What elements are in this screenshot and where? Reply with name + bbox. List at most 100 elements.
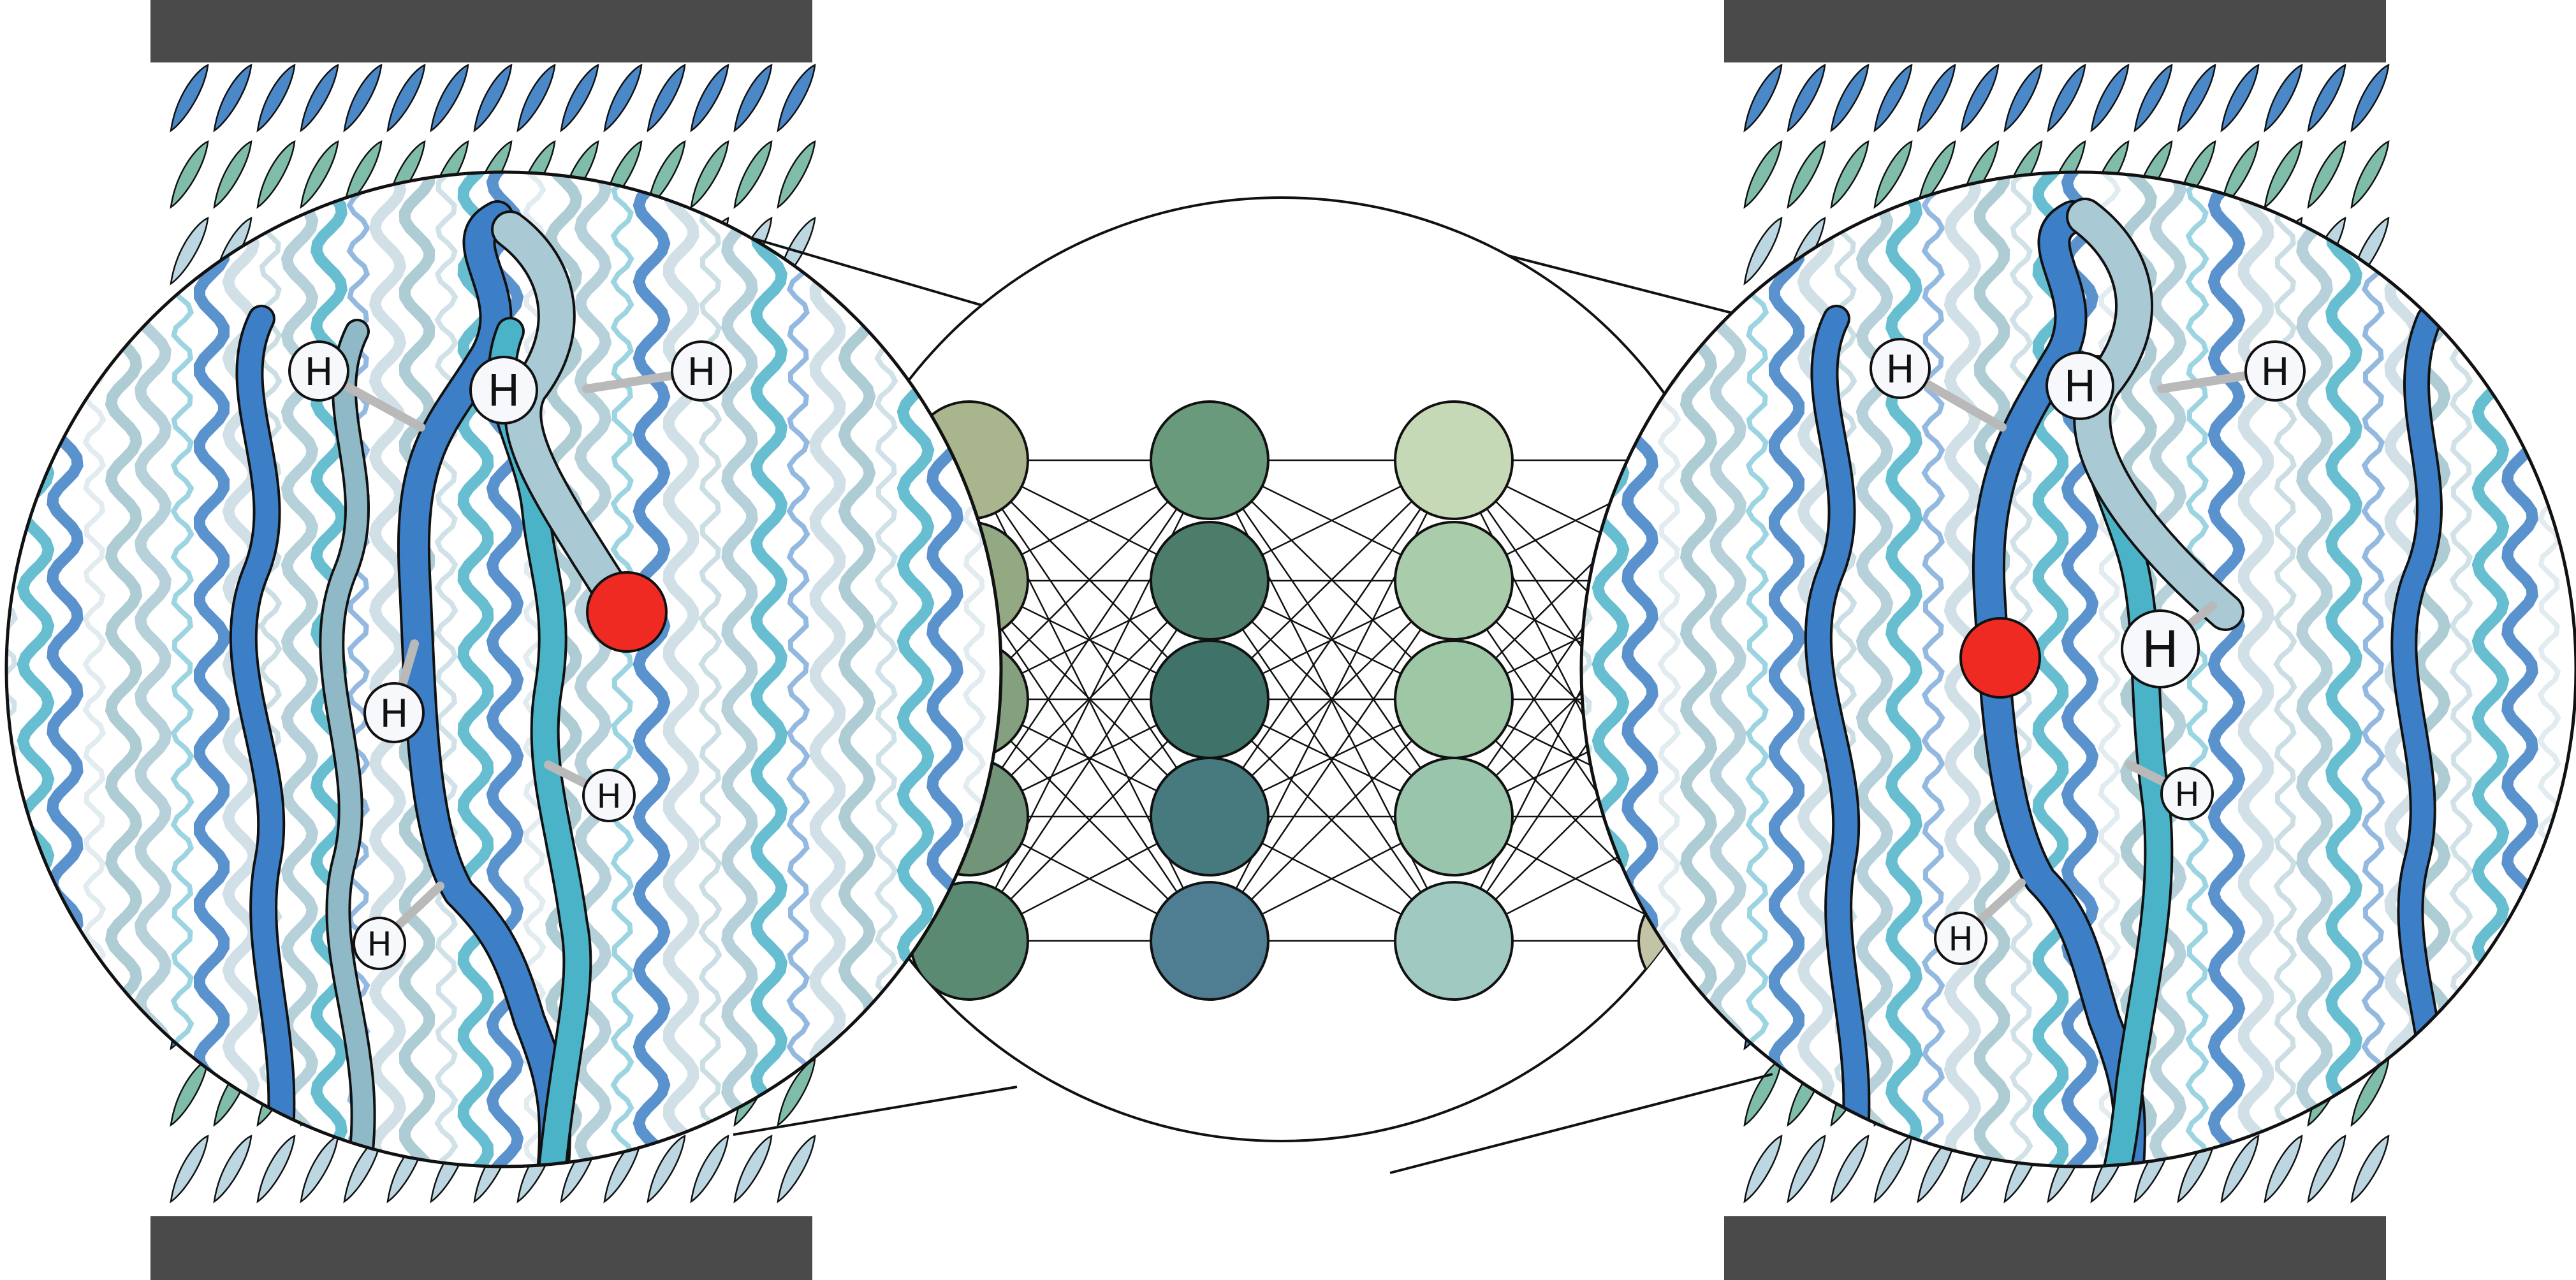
fiber-strand <box>343 63 383 133</box>
fiber-strand <box>170 1134 209 1204</box>
right-bottom-plate <box>1724 1216 2386 1280</box>
network-node <box>1394 639 1514 759</box>
fiber-strand <box>1743 1058 1783 1127</box>
highlight-chain <box>321 321 374 1167</box>
fiber-strand <box>2220 1134 2260 1204</box>
fiber-strand <box>603 63 643 133</box>
fiber-strand <box>1787 1134 1826 1204</box>
fiber-strand <box>690 1134 729 1204</box>
network-node <box>1150 400 1270 520</box>
fiber-strand <box>170 63 209 133</box>
fiber-strand <box>213 1134 252 1204</box>
background-chain <box>1885 172 1923 1167</box>
fiber-strand <box>733 140 773 209</box>
background-chain <box>457 172 494 1167</box>
background-chain <box>750 172 788 1167</box>
background-chain <box>1768 172 1805 1167</box>
fiber-strand <box>560 63 599 133</box>
fiber-strand <box>213 63 252 133</box>
background-chain <box>1745 172 1769 1167</box>
fiber-strand <box>1743 1134 1783 1204</box>
background-chain <box>2296 172 2333 1167</box>
fiber-strand <box>777 140 816 209</box>
background-chain <box>721 172 758 1167</box>
fiber-strand <box>1917 63 1956 133</box>
hydrogen-atom <box>2045 351 2114 420</box>
fiber-strand <box>1830 1134 1870 1204</box>
fiber-strand <box>213 140 252 209</box>
fiber-strand <box>2307 63 2346 133</box>
hydrogen-label: H <box>379 692 408 736</box>
background-chain <box>2361 172 2385 1167</box>
hydrogen-label: H <box>2260 350 2289 395</box>
background-chain <box>610 172 634 1167</box>
fiber-strand <box>733 1134 773 1204</box>
fiber-strand <box>300 63 339 133</box>
fiber-strand <box>386 63 426 133</box>
background-chain <box>1709 172 1746 1167</box>
background-chain <box>786 172 810 1167</box>
hydrogen-atom <box>363 682 425 743</box>
hydrogen-atom <box>1870 338 1931 399</box>
background-chain <box>1855 172 1894 1167</box>
hydrogen-atom <box>2244 340 2306 402</box>
network-node <box>1394 521 1514 641</box>
oxygen-atom <box>586 571 668 653</box>
network-node <box>1394 400 1514 520</box>
right-top-plate <box>1724 0 2386 62</box>
background-chain <box>2185 172 2209 1167</box>
background-chain <box>698 172 722 1167</box>
background-chain <box>2237 172 2274 1167</box>
background-chain <box>135 172 172 1167</box>
hydrogen-label: H <box>367 926 392 964</box>
fiber-strand <box>256 140 296 209</box>
fiber-strand <box>300 140 339 209</box>
hydrogen-label: H <box>1948 920 1973 959</box>
fiber-strand <box>2220 140 2260 209</box>
fiber-strand <box>2090 63 2130 133</box>
fiber-strand <box>2350 63 2390 133</box>
fiber-strand <box>256 63 296 133</box>
background-chain <box>2032 172 2069 1167</box>
fiber-strand <box>473 63 513 133</box>
hydrogen-label: H <box>687 350 715 395</box>
fiber-strand <box>1873 63 1913 133</box>
hydrogen-atom <box>353 917 406 970</box>
fiber-strand <box>647 63 686 133</box>
fiber-strand <box>647 1134 686 1204</box>
fiber-strand <box>777 63 816 133</box>
fiber-strand <box>2133 63 2173 133</box>
fiber-strand <box>1743 216 1783 286</box>
network-edge <box>1208 580 1455 942</box>
fiber-strand <box>1873 1134 1913 1204</box>
background-chain <box>2325 172 2363 1167</box>
connector-left-top <box>733 231 1018 317</box>
fiber-strand <box>170 140 209 209</box>
left-top-plate <box>150 0 812 62</box>
fiber-strand <box>2003 63 2043 133</box>
connector-left-bottom <box>733 1086 1018 1136</box>
network-node <box>1394 757 1514 876</box>
fiber-strand <box>2307 1134 2346 1204</box>
fiber-strand <box>2350 140 2390 209</box>
fiber-strand <box>1743 140 1783 209</box>
fiber-strand <box>516 63 556 133</box>
hydrogen-atom <box>469 356 538 425</box>
fiber-strand <box>1873 140 1913 209</box>
hydrogen-label: H <box>2142 622 2179 679</box>
fiber-strand <box>690 140 729 209</box>
hydrogen-atom <box>288 340 349 402</box>
fiber-strand <box>2220 63 2260 133</box>
fiber-strand <box>430 63 469 133</box>
hydrogen-label: H <box>487 367 520 417</box>
fiber-strand <box>1830 63 1870 133</box>
fiber-strand <box>1830 140 1870 209</box>
background-chain <box>2207 172 2246 1167</box>
left-highlight-chains <box>229 200 644 1167</box>
background-chain <box>1921 172 1945 1167</box>
fiber-strand <box>1787 63 1826 133</box>
